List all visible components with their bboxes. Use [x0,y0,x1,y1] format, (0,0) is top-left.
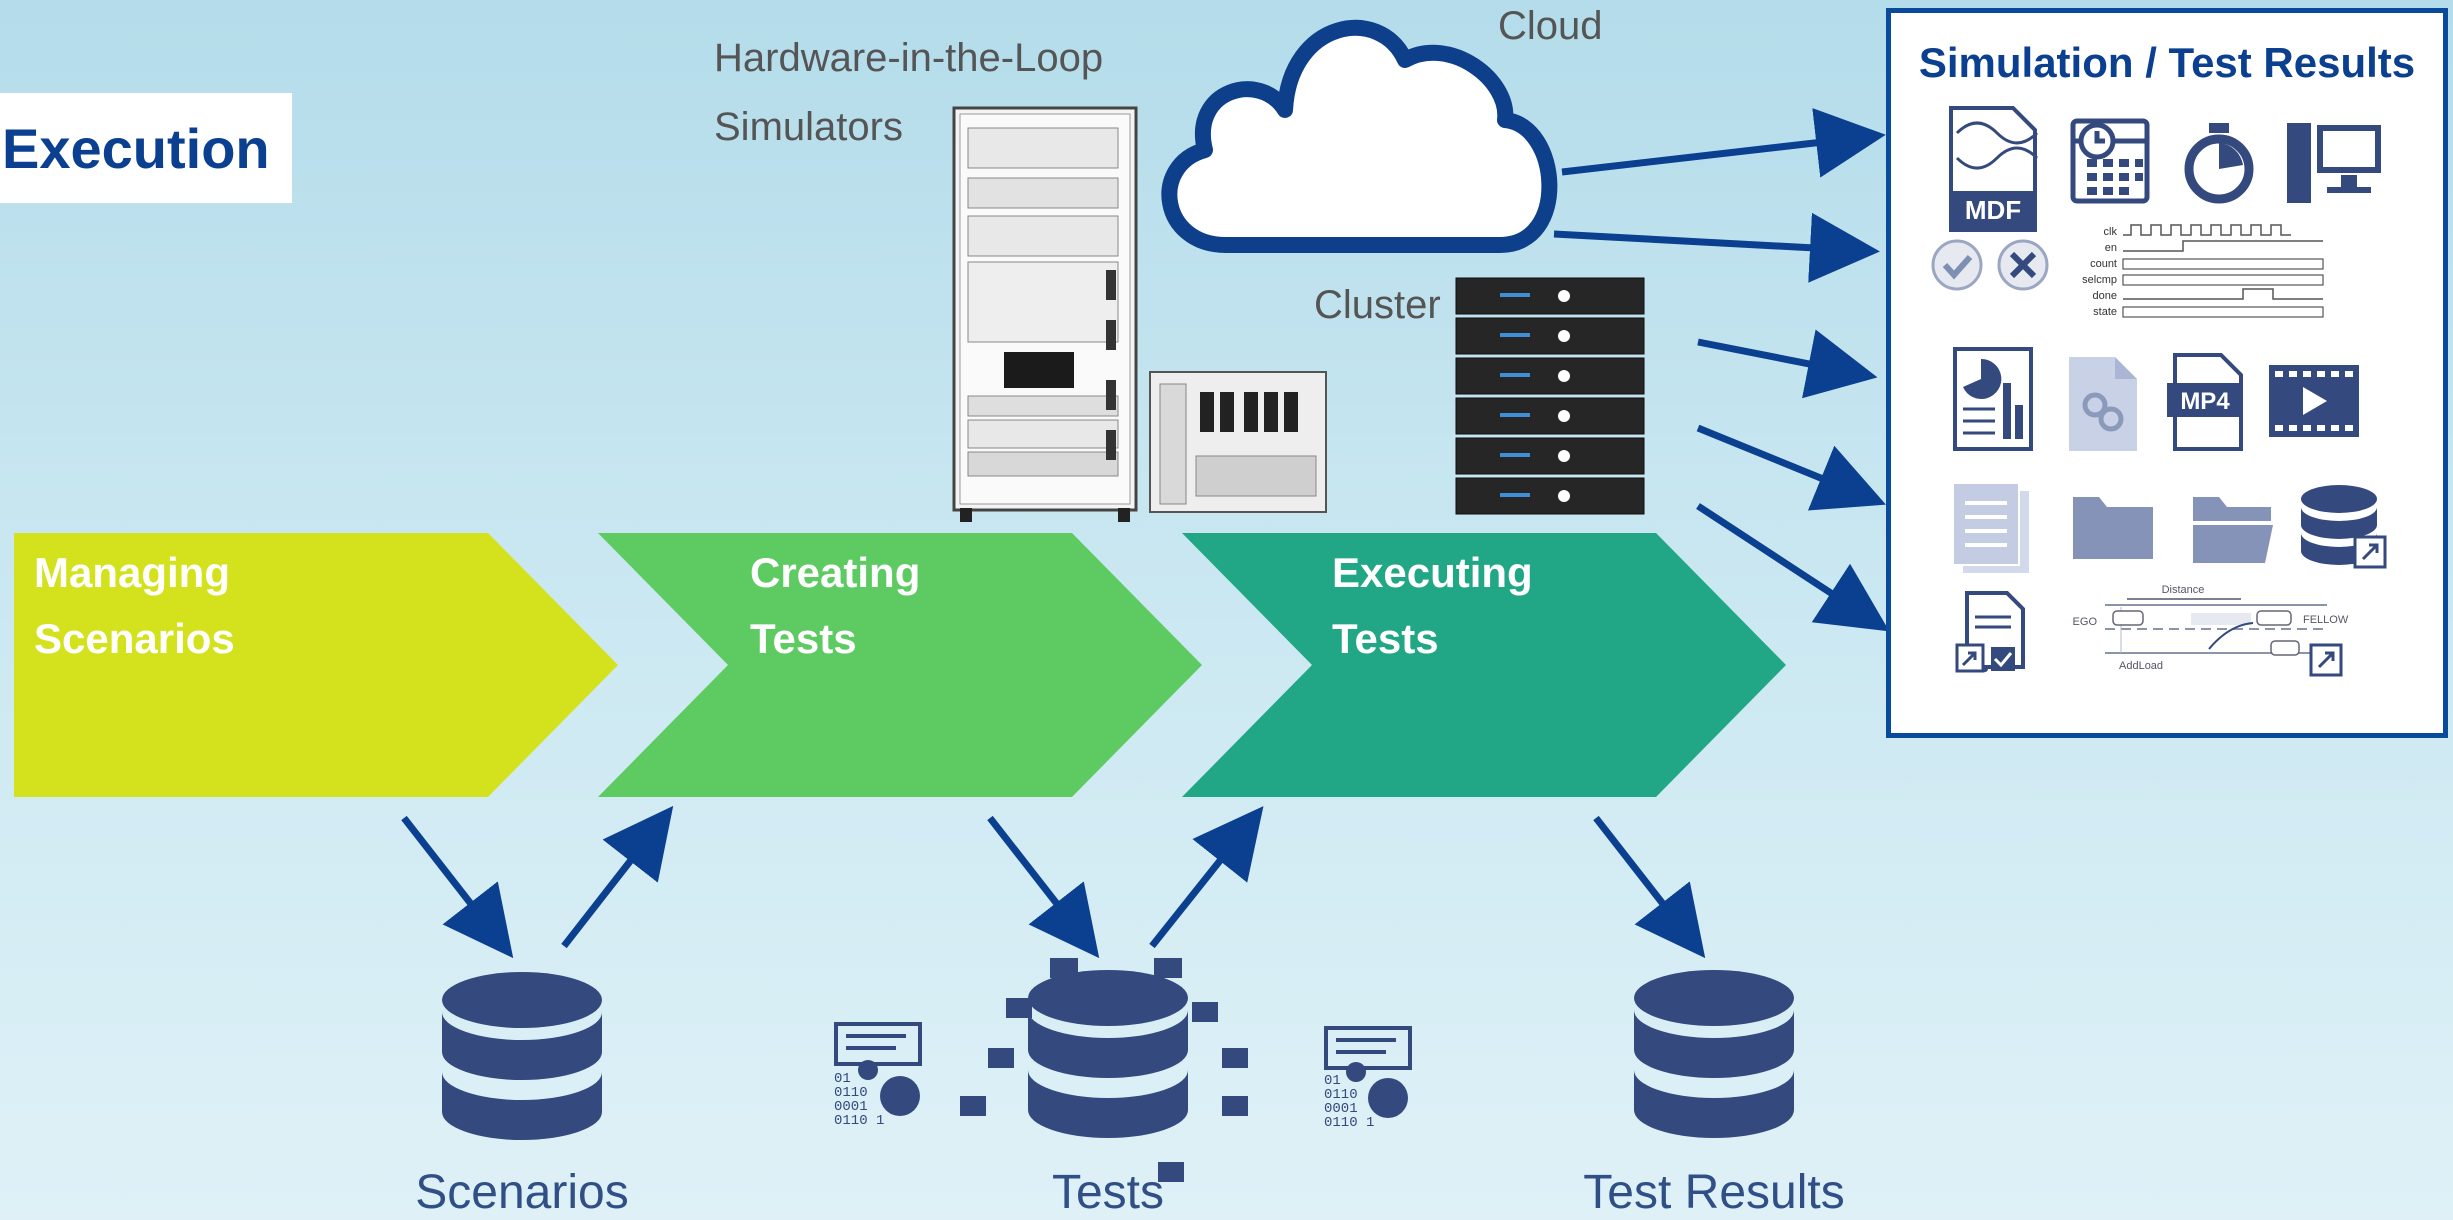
hil-rack-image [952,106,1138,522]
cancel-circle-icon [1997,239,2049,291]
stage-chevron-managing [14,533,618,797]
database-arrows [401,805,1706,959]
signal-clk: clk [2104,226,2118,238]
signal-selcmp: selcmp [2082,274,2117,286]
database-icon-scenarios [442,972,602,1140]
video-icon [2269,365,2359,437]
binary-line1b: 01 [1324,1073,1341,1089]
calendar-icon [2070,118,2150,204]
scenario-fellow-label: FELLOW [2303,614,2349,626]
db-label-scenarios: Scenarios [415,1166,629,1219]
scenario-distance-label: Distance [2162,584,2205,596]
database-icon-test-results [1634,970,1794,1138]
binary-line3b: 0001 [1324,1101,1358,1117]
binary-line1: 01 [834,1071,851,1087]
stage-managing-line1: Managing [34,549,230,596]
stage-executing-line2: Tests [1332,615,1439,662]
timing-diagram-icon: clk en count selcmp done state [2082,224,2324,318]
stage-label-managing: Managing Scenarios [34,540,235,672]
signal-count: count [2090,258,2117,270]
binary-line2b: 0110 [1324,1087,1358,1103]
scenario-diagram-icon: Distance EGO FELLOW AddLoad [2073,584,2349,677]
hil-box-image [1149,371,1327,513]
results-title: Simulation / Test Results [1918,39,2416,86]
db-label-test-results: Test Results [1583,1166,1845,1219]
stage-chevron-executing [1182,533,1786,797]
cluster-label: Cluster [1314,283,1441,327]
stage-creating-line1: Creating [750,549,921,596]
signal-en: en [2105,242,2117,254]
signal-state: state [2093,306,2117,318]
mdf-label: MDF [1965,195,2021,225]
small-test-icons [960,958,1248,1182]
mp4-label: MP4 [2180,388,2230,415]
test-script-icons [834,1022,1412,1070]
document-stack-icon [1952,482,2029,573]
results-panel: Simulation / Test Results MDF [1886,8,2448,738]
stage-label-executing: Executing Tests [1332,540,1533,672]
title-box: Execution [0,93,292,203]
signal-done: done [2093,290,2117,302]
stage-label-creating: Creating Tests [750,540,920,672]
stage-executing-line1: Executing [1332,549,1533,596]
hil-label-line2: Simulators [714,105,903,149]
database-icon-tests [1028,970,1188,1138]
folder-icon [2073,497,2153,559]
gear-icon [858,1060,1408,1118]
stopwatch-icon [2184,123,2254,204]
cluster-servers-image [1455,277,1645,515]
report-icon [1953,347,2033,451]
script-check-icon [1955,591,2025,673]
mp4-file-icon: MP4 [2167,353,2243,451]
mdf-file-icon: MDF [1949,106,2039,232]
binary-line3: 0001 [834,1099,868,1115]
database-link-icon [2301,485,2387,569]
check-circle-icon [1931,239,1983,291]
scenario-ego-label: EGO [2073,616,2098,628]
binary-line4b: 0110 1 [1324,1115,1374,1131]
binary-line4: 0110 1 [834,1113,884,1129]
computer-icon [2287,123,2381,203]
stage-managing-line2: Scenarios [34,615,235,662]
scenario-addload-label: AddLoad [2119,660,2163,672]
hil-label-line1: Hardware-in-the-Loop [714,36,1104,80]
link-file-icon [2069,357,2137,451]
cloud-icon [1161,19,1558,253]
db-label-tests: Tests [1051,1166,1165,1219]
folder-open-icon [2193,497,2273,563]
cloud-label: Cloud [1498,4,1603,48]
page-title: Execution [2,116,270,180]
binary-line2: 0110 [834,1085,868,1101]
result-arrows [1553,108,1890,632]
stage-chevron-creating [598,533,1202,797]
stage-creating-line2: Tests [750,615,857,662]
